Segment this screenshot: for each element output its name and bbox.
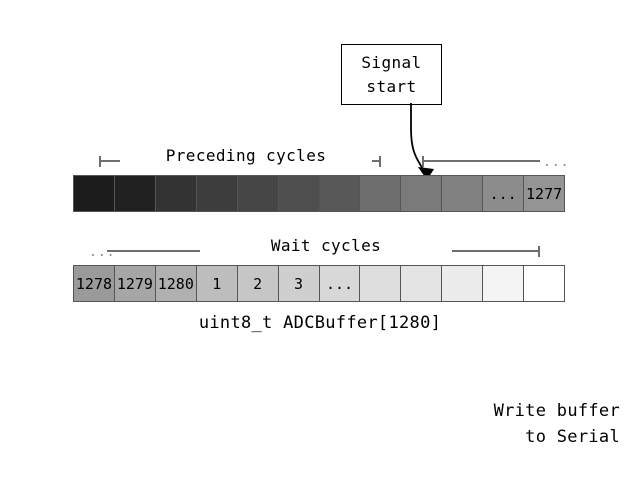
write-buffer-note: Write buffer to Serial bbox=[494, 398, 620, 451]
buffer-bottom-cell-label: 1278 bbox=[75, 274, 113, 293]
buffer-top-cell bbox=[237, 176, 279, 211]
buffer-bottom-cell: 2 bbox=[237, 266, 279, 301]
buffer-declaration-caption: uint8_t ADCBuffer[1280] bbox=[198, 313, 442, 333]
buffer-bottom-cell-label: 1280 bbox=[157, 274, 194, 293]
buffer-top-cell bbox=[442, 176, 484, 211]
buffer-top-cell bbox=[319, 176, 361, 211]
signal-span-dots: ... bbox=[543, 155, 570, 170]
buffer-bottom-cell: ... bbox=[319, 266, 361, 301]
buffer-bottom-cell-label: ... bbox=[325, 274, 354, 293]
wait-cycles-label: Wait cycles bbox=[200, 236, 452, 255]
buffer-bottom-cell: 1280 bbox=[155, 266, 197, 301]
wait-bracket-dots: ... bbox=[89, 245, 116, 260]
buffer-top-cell bbox=[401, 176, 443, 211]
buffer-bottom-cell-label: 2 bbox=[253, 274, 263, 293]
wait-bracket-tick-right bbox=[538, 246, 540, 257]
buffer-bottom-cell bbox=[442, 266, 484, 301]
signal-start-callout: Signal start bbox=[341, 44, 442, 105]
buffer-bottom-cell: 1278 bbox=[74, 266, 115, 301]
buffer-top-cell-label: ... bbox=[489, 184, 517, 203]
signal-span-line bbox=[422, 160, 540, 162]
preceding-cycles-label: Preceding cycles bbox=[120, 146, 372, 165]
buffer-top-cell bbox=[114, 176, 156, 211]
buffer-top-cell bbox=[155, 176, 197, 211]
adc-buffer-top-row: ... 1277 bbox=[73, 175, 565, 212]
buffer-bottom-cell: 1 bbox=[196, 266, 238, 301]
buffer-top-cell bbox=[360, 176, 402, 211]
buffer-bottom-cell: 1279 bbox=[114, 266, 156, 301]
buffer-bottom-cell-label: 3 bbox=[294, 274, 304, 293]
signal-start-line-1: Signal bbox=[361, 53, 422, 73]
signal-start-line-2: start bbox=[366, 76, 417, 96]
buffer-bottom-cell bbox=[483, 266, 525, 301]
buffer-bottom-cell-label: 1279 bbox=[116, 274, 153, 293]
buffer-top-cell bbox=[74, 176, 115, 211]
buffer-top-cell: ... bbox=[483, 176, 525, 211]
buffer-top-cell-label: 1277 bbox=[526, 184, 563, 203]
buffer-bottom-cell bbox=[360, 266, 402, 301]
write-buffer-note-line-2: to Serial bbox=[525, 427, 620, 448]
buffer-top-cell: 1277 bbox=[524, 176, 565, 211]
buffer-bottom-cell: 3 bbox=[278, 266, 320, 301]
write-buffer-note-line-1: Write buffer bbox=[493, 401, 620, 421]
buffer-top-cell bbox=[278, 176, 320, 211]
buffer-bottom-cell bbox=[401, 266, 443, 301]
buffer-bottom-cell-label: 1 bbox=[212, 274, 222, 293]
buffer-bottom-cell bbox=[524, 266, 565, 301]
preceding-bracket-tick-right bbox=[379, 156, 381, 167]
buffer-top-cell bbox=[196, 176, 238, 211]
